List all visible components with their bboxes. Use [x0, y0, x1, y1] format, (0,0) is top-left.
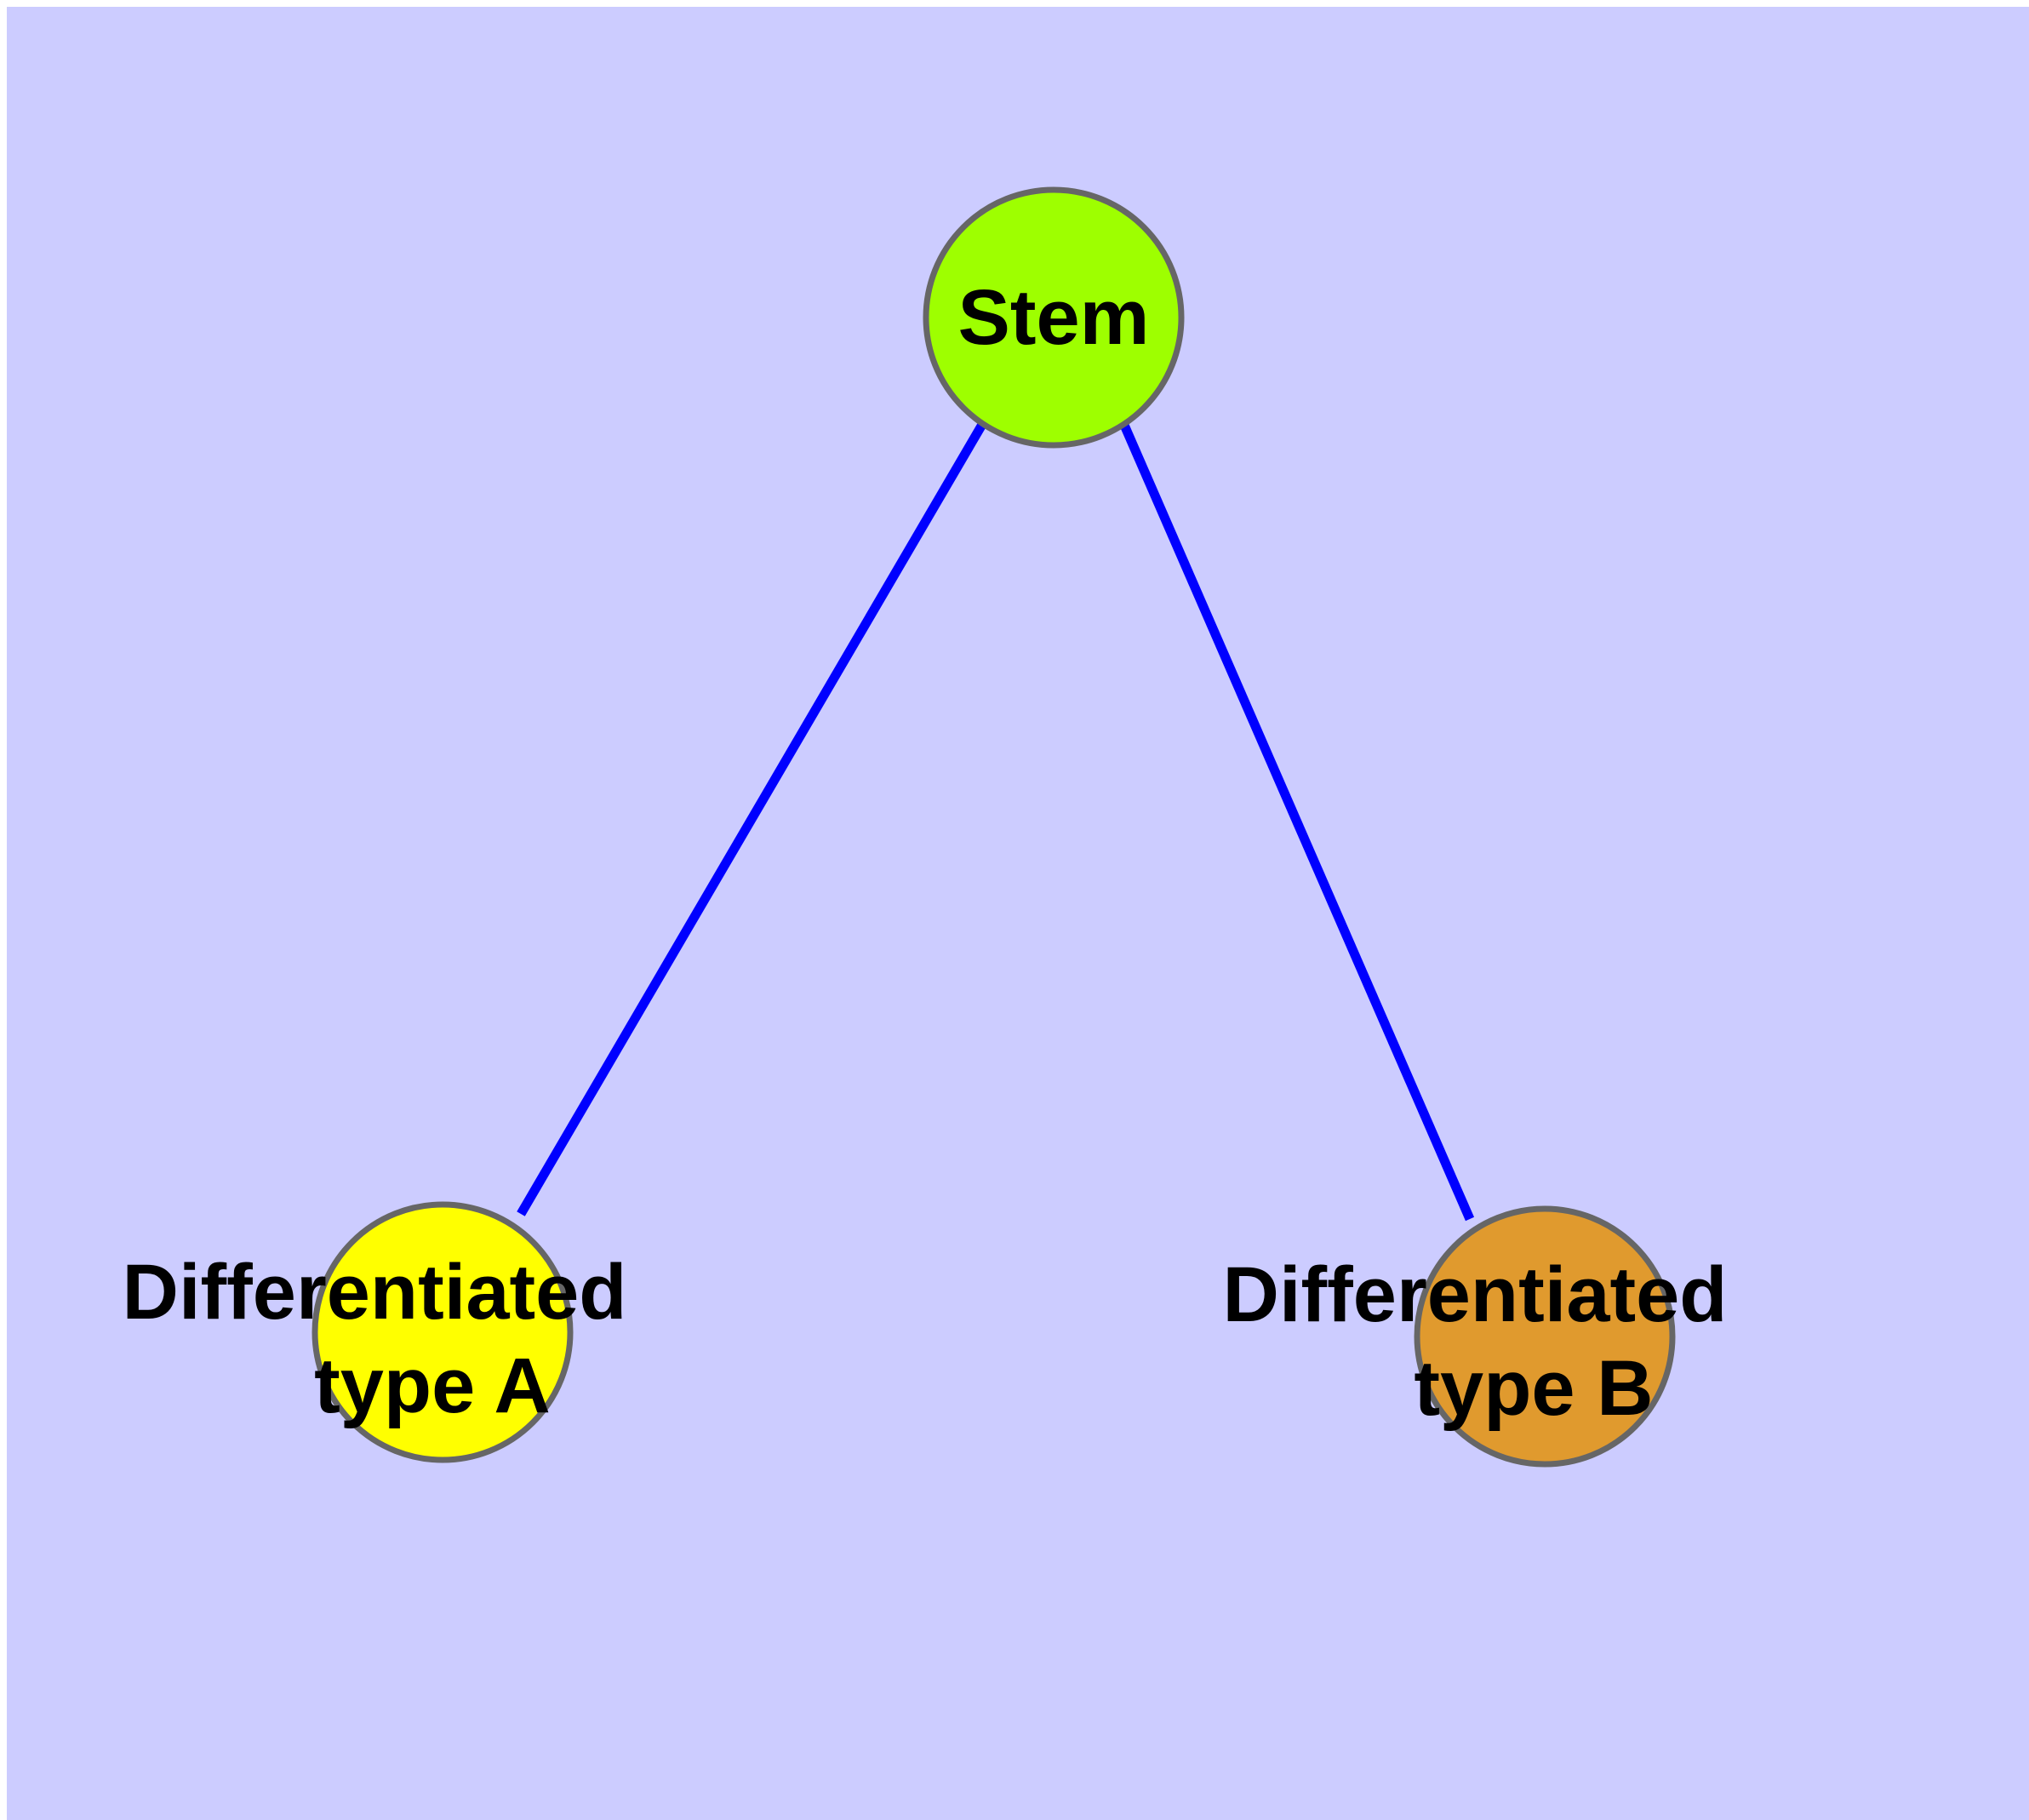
edge-stem-to-differentiated-type-b[interactable] — [1118, 421, 1475, 1222]
node-stem[interactable]: Stem — [923, 186, 1185, 449]
node-differentiated-type-a-label-line-1: Differentiated — [123, 1249, 627, 1336]
node-stem-label-line-1: Stem — [958, 274, 1150, 361]
node-differentiated-type-b-label-line-1: Differentiated — [1223, 1251, 1728, 1338]
node-differentiated-type-b[interactable]: Differentiated type B — [1223, 1205, 1728, 1468]
edge-stem-to-differentiated-type-a[interactable] — [517, 421, 987, 1216]
node-differentiated-type-a-circle[interactable] — [311, 1201, 574, 1463]
node-differentiated-type-a-label-line-2: type A — [314, 1342, 551, 1429]
node-differentiated-type-b-label-line-2: type B — [1414, 1345, 1653, 1432]
node-differentiated-type-b-circle[interactable] — [1414, 1205, 1676, 1468]
node-stem-circle[interactable] — [923, 186, 1185, 449]
node-differentiated-type-a[interactable]: Differentiated type A — [123, 1201, 627, 1463]
edge-layer — [517, 421, 1475, 1222]
